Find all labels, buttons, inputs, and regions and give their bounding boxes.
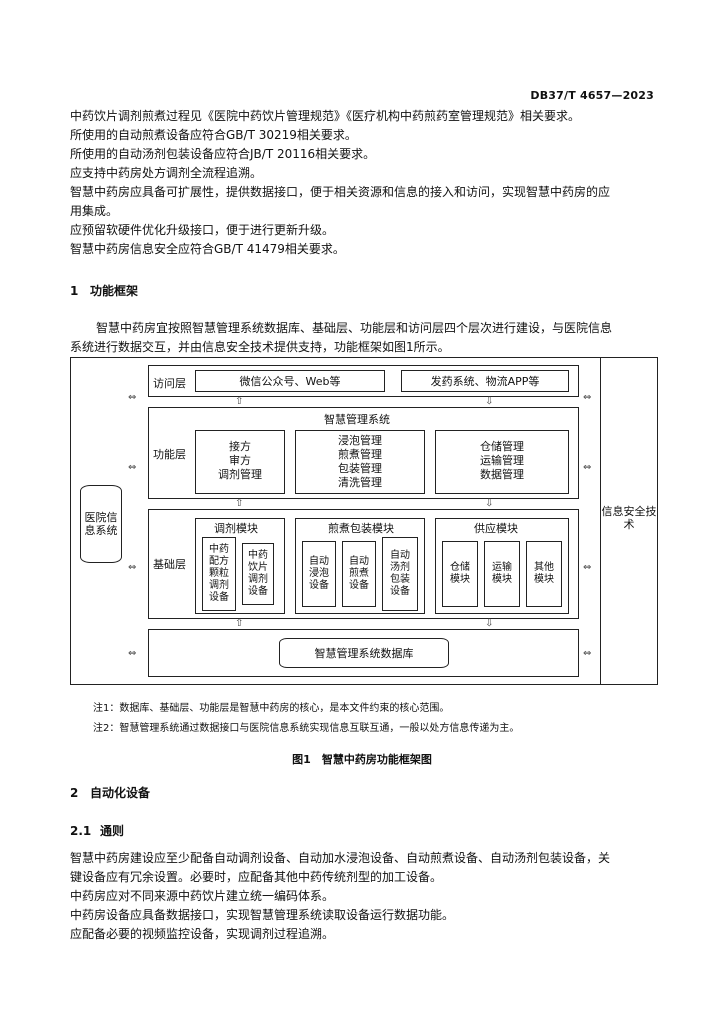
function-item: 审方 — [229, 454, 251, 467]
function-item: 数据管理 — [480, 468, 524, 481]
note-2: 注2：智慧管理系统通过数据接口与医院信息系统实现信息互联互通，一般以处方信息传递… — [93, 723, 520, 734]
paragraph: 中药饮片调剂煎煮过程见《医院中药饮片管理规范》《医疗机构中药煎药室管理规范》相关… — [70, 109, 581, 123]
paragraph: 用集成。 — [70, 204, 119, 218]
paragraph: 系统进行数据交互，并由信息安全技术提供支持，功能框架如图1所示。 — [70, 340, 450, 354]
double-arrow-icon: ⇔ — [128, 562, 137, 573]
paragraph: 智慧中药房建设应至少配备自动调剂设备、自动加水浸泡设备、自动煎煮设备、自动汤剂包… — [70, 851, 611, 865]
double-arrow-icon: ⇔ — [128, 462, 137, 473]
access-dispensing-app: 发药系统、物流APP等 — [401, 370, 569, 392]
access-wechat-web: 微信公众号、Web等 — [195, 370, 385, 392]
access-layer-label: 访问层 — [153, 377, 186, 390]
section-number: 1 — [70, 284, 79, 298]
section-1-heading: 1 功能框架 — [70, 282, 138, 299]
module-title: 煎煮包装模块 — [328, 522, 394, 535]
dispensing-module: 调剂模块 中药配方颗粒调剂设备 中药饮片调剂设备 — [195, 518, 285, 614]
note-1: 注1：数据库、基础层、功能层是智慧中药房的核心，是本文件约束的核心范围。 — [93, 703, 450, 714]
doc-code: DB37/T 4657—2023 — [530, 89, 654, 102]
paragraph: 所使用的自动汤剂包装设备应符合JB/T 20116相关要求。 — [70, 147, 376, 161]
section-title: 功能框架 — [90, 284, 139, 298]
function-col-2: 浸泡管理 煎煮管理 包装管理 清洗管理 — [295, 430, 425, 494]
paragraph: 应支持中药房处方调剂全流程追溯。 — [70, 166, 263, 180]
section-number: 2 — [70, 786, 79, 800]
supply-module: 供应模块 仓储模块 运输模块 其他模块 — [435, 518, 569, 614]
up-arrow-icon: ⇧ — [235, 618, 244, 629]
module-item: 中药配方颗粒调剂设备 — [202, 537, 236, 611]
function-item: 运输管理 — [480, 454, 524, 467]
double-arrow-icon: ⇔ — [583, 648, 592, 659]
function-layer-label: 功能层 — [153, 448, 186, 461]
function-item: 包装管理 — [338, 462, 382, 475]
paragraph: 应预留软硬件优化升级接口，便于进行更新升级。 — [70, 223, 335, 237]
section-title: 通则 — [100, 824, 125, 838]
function-item: 清洗管理 — [338, 476, 382, 489]
paragraph: 中药房应对不同来源中药饮片建立统一编码体系。 — [70, 889, 335, 903]
info-security-tech-label: 信息安全技术 — [601, 505, 657, 531]
down-arrow-icon: ⇩ — [485, 396, 494, 407]
function-item: 接方 — [229, 440, 251, 453]
section-title: 自动化设备 — [90, 786, 151, 800]
module-item: 自动煎煮设备 — [342, 541, 376, 607]
double-arrow-icon: ⇔ — [583, 562, 592, 573]
double-arrow-icon: ⇔ — [128, 392, 137, 403]
paragraph: 中药房设备应具备数据接口，实现智慧管理系统读取设备运行数据功能。 — [70, 908, 455, 922]
decoction-packaging-module: 煎煮包装模块 自动浸泡设备 自动煎煮设备 自动汤剂包装设备 — [295, 518, 425, 614]
paragraph: 智慧中药房宜按照智慧管理系统数据库、基础层、功能层和访问层四个层次进行建设，与医… — [96, 321, 613, 335]
module-item: 中药饮片调剂设备 — [242, 543, 274, 605]
smart-management-system-title: 智慧管理系统 — [324, 413, 390, 426]
function-item: 仓储管理 — [480, 440, 524, 453]
hospital-info-system-cylinder: 医院信息系统 — [80, 485, 122, 563]
function-item: 调剂管理 — [218, 468, 262, 481]
section-2-heading: 2 自动化设备 — [70, 784, 150, 801]
module-item: 运输模块 — [484, 541, 520, 607]
security-column: 信息安全技术 — [600, 357, 658, 685]
base-layer-label: 基础层 — [153, 558, 186, 571]
base-layer: 基础层 调剂模块 中药配方颗粒调剂设备 中药饮片调剂设备 煎煮包装模块 自动浸泡… — [148, 509, 579, 619]
paragraph: 键设备应有冗余设置。必要时，应配备其他中药传统剂型的加工设备。 — [70, 870, 443, 884]
paragraph: 智慧中药房信息安全应符合GB/T 41479相关要求。 — [70, 242, 345, 256]
section-2-1-heading: 2.1 通则 — [70, 822, 124, 839]
hospital-info-system-label: 医院信息系统 — [84, 511, 118, 537]
paragraph: 智慧中药房应具备可扩展性，提供数据接口，便于相关资源和信息的接入和访问，实现智慧… — [70, 185, 611, 199]
double-arrow-icon: ⇔ — [583, 462, 592, 473]
up-arrow-icon: ⇧ — [235, 498, 244, 509]
function-layer: 功能层 智慧管理系统 接方 审方 调剂管理 浸泡管理 煎煮管理 包装管理 清洗管… — [148, 407, 579, 499]
module-item: 自动汤剂包装设备 — [382, 537, 418, 611]
paragraph: 所使用的自动煎煮设备应符合GB/T 30219相关要求。 — [70, 128, 357, 142]
module-item: 仓储模块 — [442, 541, 478, 607]
function-framework-diagram: 医院信息系统 ⇔ ⇔ ⇔ ⇔ 信息安全技术 ⇔ ⇔ ⇔ ⇔ 访问层 微信公众号、… — [70, 357, 658, 685]
down-arrow-icon: ⇩ — [485, 618, 494, 629]
function-item: 浸泡管理 — [338, 434, 382, 447]
function-item: 煎煮管理 — [338, 448, 382, 461]
section-number: 2.1 — [70, 824, 92, 838]
smart-management-db: 智慧管理系统数据库 — [279, 638, 449, 668]
module-title: 供应模块 — [474, 522, 518, 535]
paragraph: 应配备必要的视频监控设备，实现调剂过程追溯。 — [70, 927, 335, 941]
double-arrow-icon: ⇔ — [128, 648, 137, 659]
figure-caption: 图1 智慧中药房功能框架图 — [292, 753, 432, 766]
double-arrow-icon: ⇔ — [583, 392, 592, 403]
module-title: 调剂模块 — [214, 522, 258, 535]
function-col-3: 仓储管理 运输管理 数据管理 — [435, 430, 569, 494]
function-col-1: 接方 审方 调剂管理 — [195, 430, 285, 494]
module-item: 自动浸泡设备 — [302, 541, 336, 607]
module-item: 其他模块 — [526, 541, 562, 607]
access-layer: 访问层 微信公众号、Web等 发药系统、物流APP等 — [148, 365, 579, 397]
up-arrow-icon: ⇧ — [235, 396, 244, 407]
down-arrow-icon: ⇩ — [485, 498, 494, 509]
database-layer: 智慧管理系统数据库 — [148, 629, 579, 677]
